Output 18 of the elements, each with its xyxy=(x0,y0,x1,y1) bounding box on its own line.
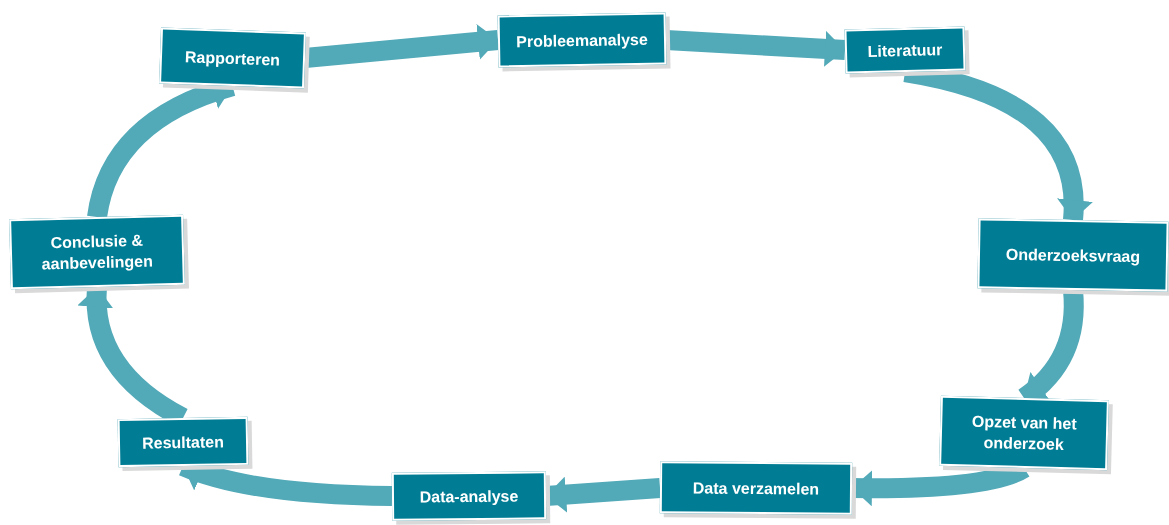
step-label: Probleemanalyse xyxy=(516,29,648,52)
step-label: Opzet van het onderzoek xyxy=(970,411,1078,456)
step-label: Data verzamelen xyxy=(692,477,820,500)
step-box xyxy=(844,26,966,74)
step-label: Rapporteren xyxy=(184,46,281,71)
step-label: Onderzoeksvraag xyxy=(1005,244,1141,267)
step-box xyxy=(659,461,853,515)
step-box xyxy=(9,214,185,290)
step-box xyxy=(391,471,547,521)
step-box xyxy=(117,416,249,468)
step-box xyxy=(497,12,667,68)
step-box xyxy=(977,218,1169,292)
step-label: Data-analyse xyxy=(419,486,519,507)
step-label: Resultaten xyxy=(141,431,225,454)
step-label: Literatuur xyxy=(867,39,943,62)
step-box xyxy=(159,27,306,89)
step-label: Conclusie & aanbevelingen xyxy=(40,230,155,275)
step-box xyxy=(939,395,1109,471)
